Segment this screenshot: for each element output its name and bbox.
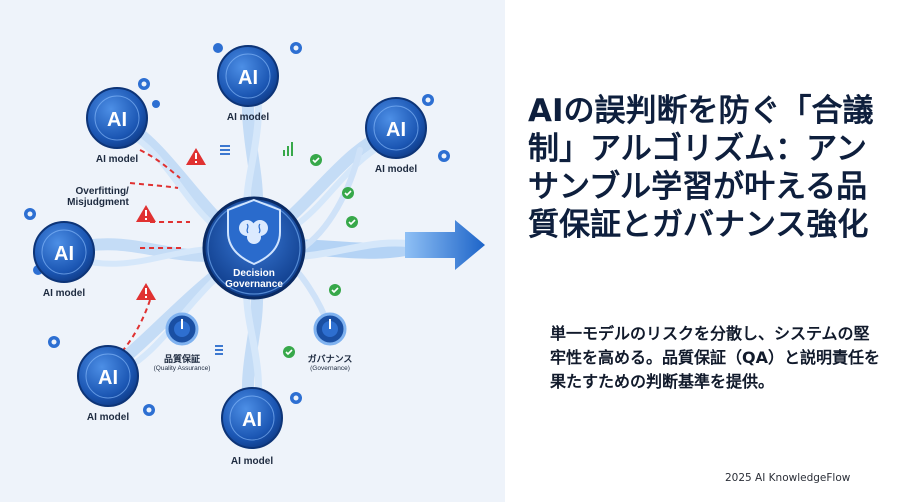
ai-model-label: AI model (86, 412, 130, 423)
ai-node-icon: AI (238, 67, 258, 89)
center-label: Decision Governance (225, 268, 283, 290)
ai-model-label: AI model (374, 164, 418, 175)
svg-text:AI: AI (107, 109, 127, 131)
ensemble-diagram: AI AI AI AI AI (0, 0, 505, 502)
output-arrow (405, 220, 485, 270)
headline-title: AIの誤判断を防ぐ「合議制」アルゴリズム：アンサンブル学習が叶える品質保証とガバ… (528, 93, 874, 243)
ai-model-node: AI (86, 87, 148, 149)
ai-model-label: AI model (226, 112, 270, 123)
governance-label-sub: (Governance) (310, 365, 350, 372)
list-icon (220, 145, 230, 155)
check-icon (329, 284, 341, 296)
warning-label-line2: Misjudgment (67, 197, 129, 208)
center-label-line1: Decision (233, 268, 275, 279)
warning-label: Overfitting/ Misjudgment (67, 186, 129, 208)
ai-model-node: AI (365, 97, 427, 159)
quality-label-text: 品質保証 (163, 354, 200, 364)
svg-text:AI: AI (54, 243, 74, 265)
governance-label: ガバナンス (Governance) (308, 352, 353, 372)
ai-model-label: AI model (42, 288, 86, 299)
ai-model-label: AI model (95, 154, 139, 165)
svg-text:AI: AI (242, 409, 262, 431)
quality-label: 品質保証 (Quality Assurance) (154, 352, 211, 372)
ai-model-node: AI (33, 221, 95, 283)
svg-text:AI: AI (386, 119, 406, 141)
warning-icon (136, 205, 156, 222)
ai-model-label: AI model (230, 456, 274, 467)
bar-chart-icon (283, 142, 293, 156)
governance-label-text: ガバナンス (307, 354, 353, 364)
center-label-line2: Governance (225, 279, 283, 290)
check-icon (346, 216, 358, 228)
check-icon (342, 187, 354, 199)
decision-governance-hub (202, 196, 306, 300)
ai-model-node: AI (221, 387, 283, 449)
gear-icon (24, 42, 450, 416)
check-icon (310, 154, 322, 166)
headline-subtitle: 単一モデルのリスクを分散し、システムの堅牢性を高める。品質保証（QA）と説明責任… (550, 324, 880, 391)
governance-dial-icon (313, 312, 347, 346)
quality-dial-icon (165, 312, 199, 346)
warning-icon (186, 148, 206, 165)
quality-label-sub: (Quality Assurance) (153, 365, 211, 372)
footer-credit: 2025 AI KnowledgeFlow (725, 472, 851, 484)
warning-icon (136, 283, 156, 300)
diagram-graphic: AI AI AI AI AI (24, 42, 485, 449)
brain-icon (239, 220, 268, 244)
warning-label-line1: Overfitting/ (75, 186, 129, 197)
ai-model-node: AI (77, 345, 139, 407)
check-icon (283, 346, 295, 358)
svg-text:AI: AI (98, 367, 118, 389)
document-icon (215, 345, 223, 355)
ai-model-node: AI (217, 45, 279, 107)
